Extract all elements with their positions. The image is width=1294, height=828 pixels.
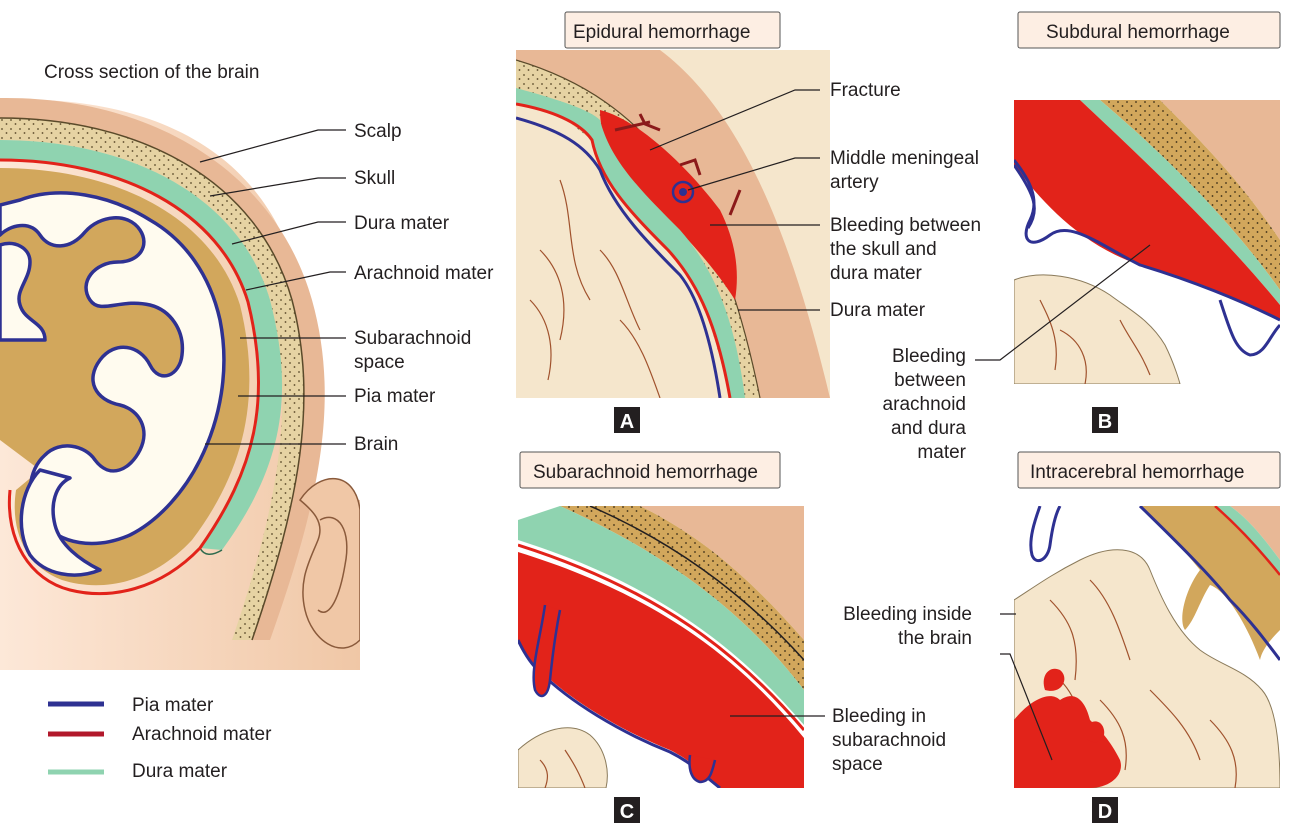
panel-a-label-bleed-line2: the skull and: [830, 239, 937, 260]
panel-b-subdural: Subdural hemorrhage Bleeding between ara…: [883, 12, 1280, 463]
panel-c-badge-letter: C: [620, 801, 634, 823]
overview-labels: Scalp Skull Dura mater Arachnoid mater S…: [354, 121, 494, 455]
panel-b-title: Subdural hemorrhage: [1046, 22, 1230, 43]
legend-label-arachnoid: Arachnoid mater: [132, 724, 272, 745]
panel-d-title: Intracerebral hemorrhage: [1030, 462, 1244, 483]
overview-title: Cross section of the brain: [44, 62, 259, 83]
label-pia-mater: Pia mater: [354, 386, 436, 407]
legend-label-dura: Dura mater: [132, 761, 228, 782]
panel-d-label-line1: Bleeding inside: [843, 604, 972, 625]
label-skull: Skull: [354, 168, 395, 189]
overview-cross-section: [0, 98, 360, 670]
panel-b-label-line4: and dura: [891, 418, 966, 439]
panel-a-title: Epidural hemorrhage: [573, 22, 750, 43]
panel-a-label-bleed-line1: Bleeding between: [830, 215, 981, 236]
panel-c-label-line1: Bleeding in: [832, 706, 926, 727]
panel-a-label-mma-line2: artery: [830, 172, 879, 193]
panel-c-title: Subarachnoid hemorrhage: [533, 462, 758, 483]
legend: Pia mater Arachnoid mater Dura mater: [48, 695, 272, 782]
panel-a-badge-letter: A: [620, 411, 634, 433]
label-arachnoid-mater: Arachnoid mater: [354, 263, 494, 284]
panel-a-label-bleed-line3: dura mater: [830, 263, 923, 284]
panel-c-label-line2: subarachnoid: [832, 730, 946, 751]
panel-a-label-fracture: Fracture: [830, 80, 901, 101]
panel-a-label-mma-line1: Middle meningeal: [830, 148, 979, 169]
panel-b-label-line2: between: [894, 370, 966, 391]
panel-b-badge-letter: B: [1098, 411, 1112, 433]
label-dura-mater: Dura mater: [354, 213, 450, 234]
panel-d-badge-letter: D: [1098, 801, 1112, 823]
legend-label-pia: Pia mater: [132, 695, 214, 716]
panel-d-intracerebral: Intracerebral hemorrhage Bleeding inside…: [843, 452, 1280, 823]
panel-d-label-line2: the brain: [898, 628, 972, 649]
panel-b-label-line3: arachnoid: [883, 394, 966, 415]
panel-c-label-line3: space: [832, 754, 883, 775]
panel-a-label-dura: Dura mater: [830, 300, 926, 321]
label-scalp: Scalp: [354, 121, 402, 142]
panel-c-subarachnoid: Subarachnoid hemorrhage Bleeding in suba…: [518, 452, 946, 823]
label-subarachnoid-line2: space: [354, 352, 405, 373]
label-subarachnoid-line1: Subarachnoid: [354, 328, 471, 349]
panel-b-label-line5: mater: [917, 442, 966, 463]
panel-b-label-line1: Bleeding: [892, 346, 966, 367]
label-brain: Brain: [354, 434, 398, 455]
